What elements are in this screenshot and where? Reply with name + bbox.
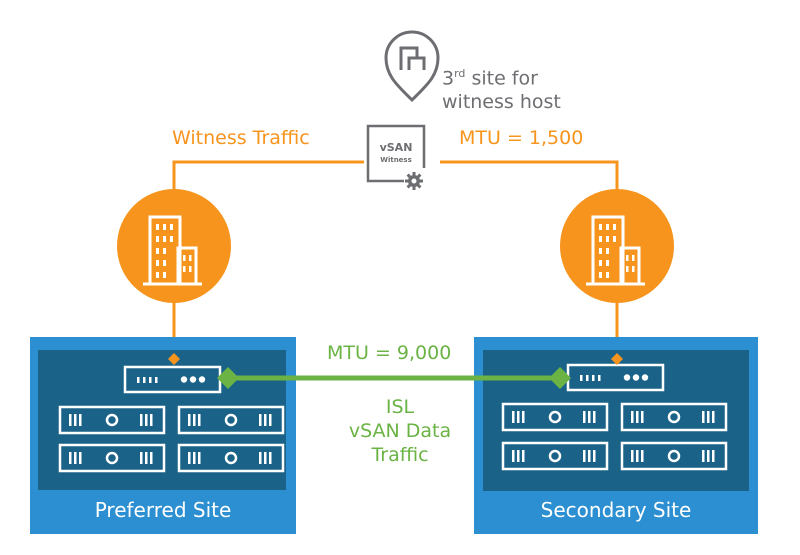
witness-line-left bbox=[172, 160, 364, 190]
vsan-witness-box: vSAN Witness bbox=[366, 124, 426, 190]
witness-box-line1: vSAN bbox=[380, 141, 413, 154]
server-icon bbox=[58, 443, 166, 473]
server-icon bbox=[620, 441, 728, 471]
witness-site-title: 3rd site for witness host bbox=[442, 67, 561, 114]
building-circle-secondary bbox=[560, 189, 674, 358]
location-pin-icon bbox=[384, 30, 440, 103]
server-icon bbox=[501, 402, 609, 432]
building-icon bbox=[586, 215, 645, 286]
witness-connector-preferred bbox=[168, 353, 180, 365]
isl-mtu-label: MTU = 9,000 bbox=[327, 342, 452, 364]
building-circle-preferred bbox=[117, 189, 231, 358]
server-icon bbox=[620, 402, 728, 432]
server-icon bbox=[58, 405, 166, 435]
secondary-site-label: Secondary Site bbox=[540, 498, 692, 522]
gear-icon bbox=[405, 172, 423, 190]
preferred-site-box bbox=[30, 337, 296, 534]
isl-label: ISL vSAN Data Traffic bbox=[348, 396, 452, 466]
server-icon bbox=[501, 441, 609, 471]
witness-mtu-label: MTU = 1,500 bbox=[459, 127, 584, 149]
witness-box-line2: Witness bbox=[380, 156, 412, 164]
building-icon bbox=[143, 215, 202, 286]
witness-line-right bbox=[440, 160, 619, 190]
witness-traffic-label: Witness Traffic bbox=[172, 127, 310, 149]
preferred-site-label: Preferred Site bbox=[94, 498, 232, 522]
server-icon bbox=[177, 405, 285, 435]
witness-connector-secondary bbox=[611, 353, 623, 365]
secondary-site-box bbox=[474, 337, 758, 534]
isl-connector-preferred bbox=[217, 367, 239, 389]
server-icon bbox=[177, 443, 285, 473]
isl-connector-secondary bbox=[549, 367, 571, 389]
